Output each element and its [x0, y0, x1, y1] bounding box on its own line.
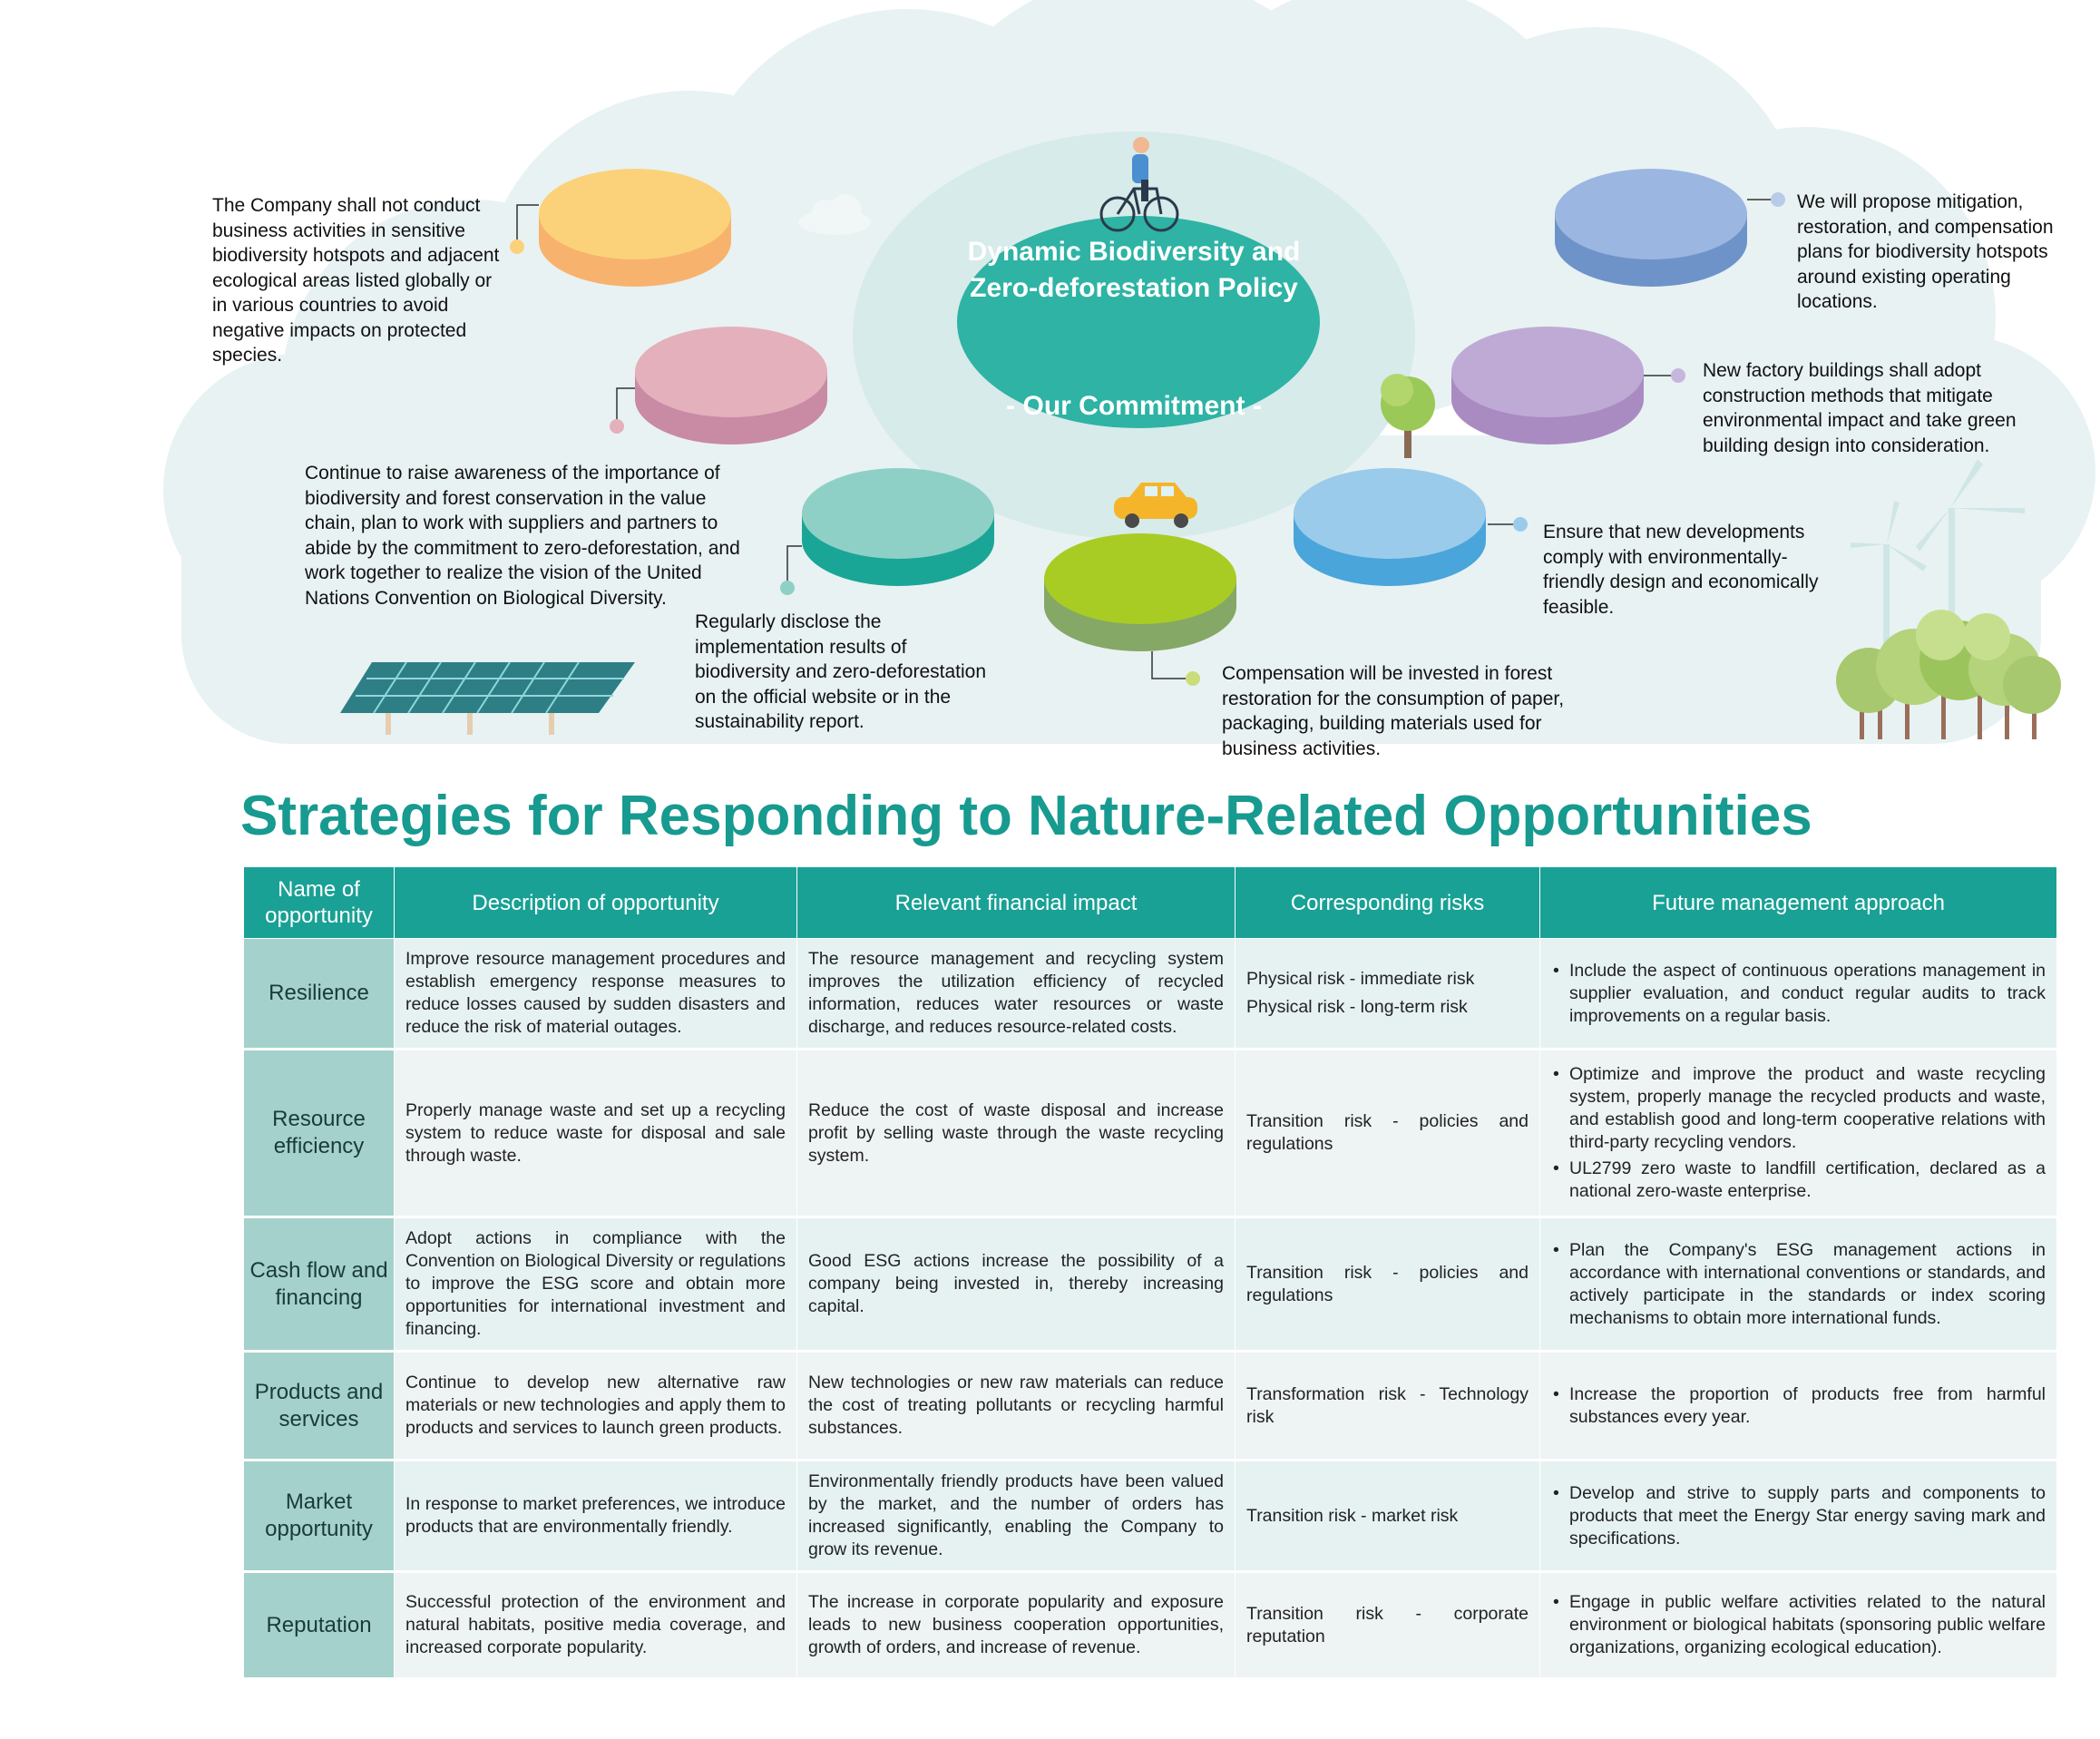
- management-approach: Develop and strive to supply parts and c…: [1539, 1460, 2057, 1573]
- opportunity-description: Adopt actions in compliance with the Con…: [394, 1216, 797, 1353]
- center-disc: [957, 216, 1320, 428]
- policy-item-5: Ensure that new developments comply with…: [1543, 522, 1819, 618]
- risk-item: Physical risk - long-term risk: [1246, 997, 1468, 1017]
- policy-title: Dynamic Biodiversity and Zero-deforestat…: [967, 237, 1301, 303]
- financial-impact: Good ESG actions increase the possibilit…: [796, 1216, 1236, 1353]
- risk-item: Transition risk - market risk: [1246, 1505, 1459, 1526]
- approach-item: Develop and strive to supply parts and c…: [1551, 1482, 2046, 1550]
- cyclist-body: [1132, 137, 1149, 201]
- table-row: Cash flow and financing Adopt actions in…: [243, 1216, 2057, 1353]
- disc-light-blue: [1294, 468, 1486, 586]
- policy-item-1: The Company shall not conduct business a…: [212, 195, 500, 366]
- table-row: Market opportunity In response to market…: [243, 1460, 2057, 1573]
- opportunity-name: Resilience: [243, 938, 395, 1050]
- policy-item-2: Continue to raise awareness of the impor…: [305, 463, 740, 609]
- solar-panel-icon: [340, 661, 635, 735]
- corresponding-risks: Transition risk - policies and regulatio…: [1235, 1049, 1540, 1218]
- policy-item-7: We will propose mitigation, restoration,…: [1797, 191, 2054, 312]
- opportunity-name: Resource efficiency: [243, 1049, 395, 1218]
- connector-dots: [510, 192, 1785, 686]
- policy-item-6: New factory buildings shall adopt constr…: [1703, 360, 2017, 456]
- opportunity-name: Reputation: [243, 1571, 395, 1680]
- disc-green: [1044, 533, 1236, 651]
- section-heading: Strategies for Responding to Nature-Rela…: [240, 785, 1812, 847]
- corresponding-risks: Transition risk - corporate reputation: [1235, 1571, 1540, 1680]
- table-row: Products and services Continue to develo…: [243, 1351, 2057, 1461]
- approach-item: Optimize and improve the product and was…: [1551, 1063, 2046, 1154]
- opportunity-name: Products and services: [243, 1351, 395, 1461]
- header-approach: Future management approach: [1539, 866, 2057, 939]
- risk-item: Transition risk - policies and regulatio…: [1246, 1111, 1529, 1154]
- approach-item: Engage in public welfare activities rela…: [1551, 1591, 2046, 1659]
- header-impact: Relevant financial impact: [796, 866, 1236, 939]
- management-approach: Increase the proportion of products free…: [1539, 1351, 2057, 1461]
- opportunity-description: Successful protection of the environment…: [394, 1571, 797, 1680]
- opportunity-name: Cash flow and financing: [243, 1216, 395, 1353]
- approach-item: Include the aspect of continuous operati…: [1551, 960, 2046, 1028]
- risk-item: Transformation risk - Technology risk: [1246, 1383, 1529, 1427]
- connector-lines: [516, 199, 1773, 679]
- management-approach: Engage in public welfare activities rela…: [1539, 1571, 2057, 1680]
- management-approach: Optimize and improve the product and was…: [1539, 1049, 2057, 1218]
- financial-impact: The resource management and recycling sy…: [796, 938, 1236, 1050]
- management-approach: Plan the Company's ESG management action…: [1539, 1216, 2057, 1353]
- policy-item-4: Compensation will be invested in forest …: [1222, 663, 1565, 759]
- tree-icon: [1381, 374, 1435, 458]
- opportunity-name: Market opportunity: [243, 1460, 395, 1573]
- risk-item: Transition risk - corporate reputation: [1246, 1603, 1529, 1646]
- approach-item: Increase the proportion of products free…: [1551, 1383, 2046, 1429]
- opportunity-description: In response to market preferences, we in…: [394, 1460, 797, 1573]
- header-description: Description of opportunity: [394, 866, 797, 939]
- header-name: Name of opportunity: [243, 866, 395, 939]
- financial-impact: The increase in corporate popularity and…: [796, 1571, 1236, 1680]
- approach-item: UL2799 zero waste to landfill certificat…: [1551, 1158, 2046, 1203]
- opportunity-description: Continue to develop new alternative raw …: [394, 1351, 797, 1461]
- table-row: Reputation Successful protection of the …: [243, 1571, 2057, 1680]
- disc-purple: [1451, 327, 1644, 445]
- wind-turbine-icon: [1851, 459, 2025, 653]
- corresponding-risks: Transition risk - market risk: [1235, 1460, 1540, 1573]
- policy-item-3: Regularly disclose the implementation re…: [695, 611, 987, 732]
- header-risks: Corresponding risks: [1235, 866, 1540, 939]
- policy-subtitle: - Our Commitment -: [1006, 391, 1262, 421]
- risk-item: Transition risk - policies and regulatio…: [1246, 1262, 1529, 1305]
- corresponding-risks: Transformation risk - Technology risk: [1235, 1351, 1540, 1461]
- financial-impact: New technologies or new raw materials ca…: [796, 1351, 1236, 1461]
- opportunity-description: Properly manage waste and set up a recyc…: [394, 1049, 797, 1218]
- table-header-row: Name of opportunity Description of oppor…: [243, 866, 2057, 939]
- risk-item: Physical risk - immediate risk: [1246, 969, 1475, 989]
- corresponding-risks: Physical risk - immediate risk Physical …: [1235, 938, 1540, 1050]
- disc-pink: [635, 327, 827, 445]
- tree-cluster-icon: [1836, 610, 2061, 739]
- disc-yellow: [539, 169, 731, 287]
- corresponding-risks: Transition risk - policies and regulatio…: [1235, 1216, 1540, 1353]
- car-icon: [1114, 483, 1197, 528]
- financial-impact: Environmentally friendly products have b…: [796, 1460, 1236, 1573]
- approach-item: Plan the Company's ESG management action…: [1551, 1239, 2046, 1330]
- table-row: Resource efficiency Properly manage wast…: [243, 1049, 2057, 1218]
- opportunity-description: Improve resource management procedures a…: [394, 938, 797, 1050]
- management-approach: Include the aspect of continuous operati…: [1539, 938, 2057, 1050]
- financial-impact: Reduce the cost of waste disposal and in…: [796, 1049, 1236, 1218]
- table-row: Resilience Improve resource management p…: [243, 938, 2057, 1050]
- disc-teal: [802, 468, 994, 586]
- opportunities-table: Name of opportunity Description of oppor…: [243, 866, 2057, 1680]
- small-cloud-decoration: [798, 194, 871, 235]
- disc-blue: [1555, 169, 1747, 287]
